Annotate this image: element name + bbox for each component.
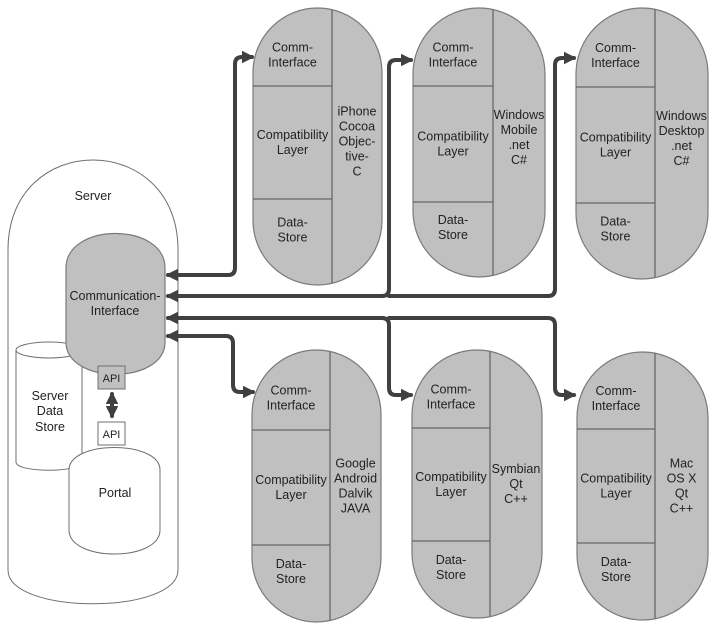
comm-interface-label: Comm-: [271, 384, 312, 398]
api-box-server: API: [97, 365, 126, 390]
platform-label: .net: [671, 139, 692, 153]
platform-label: Android: [334, 472, 377, 486]
portal: Portal: [68, 447, 161, 555]
device-capsule[interactable]: [411, 349, 543, 619]
communication-interface-label-2: Interface: [91, 304, 140, 318]
data-store-label: Store: [601, 570, 631, 584]
platform-label: Desktop: [659, 124, 705, 138]
platform-label: iPhone: [338, 105, 377, 119]
data-store-label: Store: [436, 568, 466, 582]
data-store-label: Data-: [600, 215, 631, 229]
connector-iphone: [165, 50, 255, 282]
compatibility-layer-label: Compatibility: [580, 472, 652, 486]
data-store-label: Store: [601, 230, 631, 244]
device-capsule[interactable]: [251, 349, 382, 623]
devices: Comm-InterfaceCompatibilityLayerData-Sto…: [251, 7, 709, 623]
device-macosx[interactable]: Comm-InterfaceCompatibilityLayerData-Sto…: [576, 351, 709, 621]
compatibility-layer-label: Layer: [275, 488, 306, 502]
server-data-store-label-1: Server: [32, 389, 69, 403]
data-store-label: Data-: [601, 555, 632, 569]
connectors: [165, 50, 577, 402]
compatibility-layer-label: Compatibility: [415, 470, 487, 484]
server-data-store: Server Data Store: [15, 341, 83, 471]
comm-interface-label: Comm-: [433, 41, 474, 55]
connector-android: [165, 329, 256, 399]
device-symbian[interactable]: Comm-InterfaceCompatibilityLayerData-Sto…: [411, 349, 543, 619]
platform-label: Windows: [656, 109, 707, 123]
compatibility-layer-label: Layer: [600, 487, 631, 501]
device-android[interactable]: Comm-InterfaceCompatibilityLayerData-Sto…: [251, 349, 382, 623]
comm-interface-label: Interface: [268, 56, 317, 70]
data-store-label: Data-: [277, 216, 308, 230]
data-store-label: Store: [278, 231, 308, 245]
server-container: Server Server Data Store Portal Communic…: [7, 159, 179, 605]
api-label-server: API: [103, 373, 121, 385]
platform-label: Qt: [509, 477, 523, 491]
platform-label: Google: [335, 457, 375, 471]
comm-interface-label: Comm-: [596, 384, 637, 398]
device-windows-desktop[interactable]: Comm-InterfaceCompatibilityLayerData-Sto…: [575, 7, 709, 280]
platform-label: C++: [670, 502, 694, 516]
device-windows-mobile[interactable]: Comm-InterfaceCompatibilityLayerData-Sto…: [412, 7, 546, 278]
platform-label: OS X: [667, 472, 698, 486]
platform-label: Objec-: [339, 135, 376, 149]
portal-label: Portal: [99, 486, 132, 500]
data-store-label: Data-: [436, 553, 467, 567]
platform-label: Mac: [670, 457, 694, 471]
communication-interface[interactable]: Communication- Interface: [65, 232, 166, 375]
comm-interface-label: Interface: [429, 56, 478, 70]
platform-label: .net: [509, 138, 530, 152]
communication-interface-shape[interactable]: [65, 232, 166, 375]
platform-label: Dalvik: [338, 487, 373, 501]
comm-interface-label: Interface: [592, 399, 641, 413]
data-store-label: Store: [438, 228, 468, 242]
platform-label: Mobile: [501, 123, 538, 137]
connector-symbian: [165, 311, 414, 402]
platform-label: C#: [511, 153, 527, 167]
compatibility-layer-label: Layer: [435, 485, 466, 499]
platform-label: tive-: [345, 150, 369, 164]
device-capsule[interactable]: [575, 7, 709, 280]
comm-interface-label: Interface: [267, 399, 316, 413]
platform-label: JAVA: [341, 502, 371, 516]
compatibility-layer-label: Compatibility: [257, 128, 329, 142]
server-data-store-label-3: Store: [35, 420, 65, 434]
connector-macosx: [387, 316, 577, 402]
compatibility-layer-label: Compatibility: [255, 473, 327, 487]
connector-windows-desktop: [387, 51, 577, 298]
data-store-label: Data-: [276, 557, 307, 571]
compatibility-layer-label: Layer: [277, 143, 308, 157]
platform-label: C++: [504, 492, 528, 506]
server-data-store-label-2: Data: [37, 404, 63, 418]
device-iphone[interactable]: Comm-InterfaceCompatibilityLayerData-Sto…: [252, 7, 383, 286]
comm-interface-label: Interface: [427, 398, 476, 412]
comm-interface-label: Comm-: [595, 41, 636, 55]
compatibility-layer-label: Layer: [437, 145, 468, 159]
comm-interface-label: Interface: [591, 56, 640, 70]
platform-label: Symbian: [492, 462, 541, 476]
portal-shape: [68, 447, 161, 555]
platform-label: Qt: [675, 487, 689, 501]
device-capsule[interactable]: [412, 7, 546, 278]
compatibility-layer-label: Layer: [600, 146, 631, 160]
comm-interface-label: Comm-: [272, 41, 313, 55]
compatibility-layer-label: Compatibility: [417, 130, 489, 144]
server-title: Server: [75, 189, 112, 203]
device-capsule[interactable]: [252, 7, 383, 286]
data-store-label: Data-: [438, 213, 469, 227]
api-label-portal: API: [103, 429, 121, 441]
compatibility-layer-label: Compatibility: [580, 131, 652, 145]
connector-windows-mobile: [165, 53, 414, 303]
communication-interface-label-1: Communication-: [69, 289, 160, 303]
comm-interface-label: Comm-: [431, 383, 472, 397]
platform-label: C#: [674, 154, 690, 168]
platform-label: C: [352, 165, 361, 179]
device-capsule[interactable]: [576, 351, 709, 621]
data-store-label: Store: [276, 572, 306, 586]
platform-label: Windows: [494, 108, 545, 122]
platform-label: Cocoa: [339, 120, 375, 134]
api-box-portal: API: [97, 421, 126, 446]
